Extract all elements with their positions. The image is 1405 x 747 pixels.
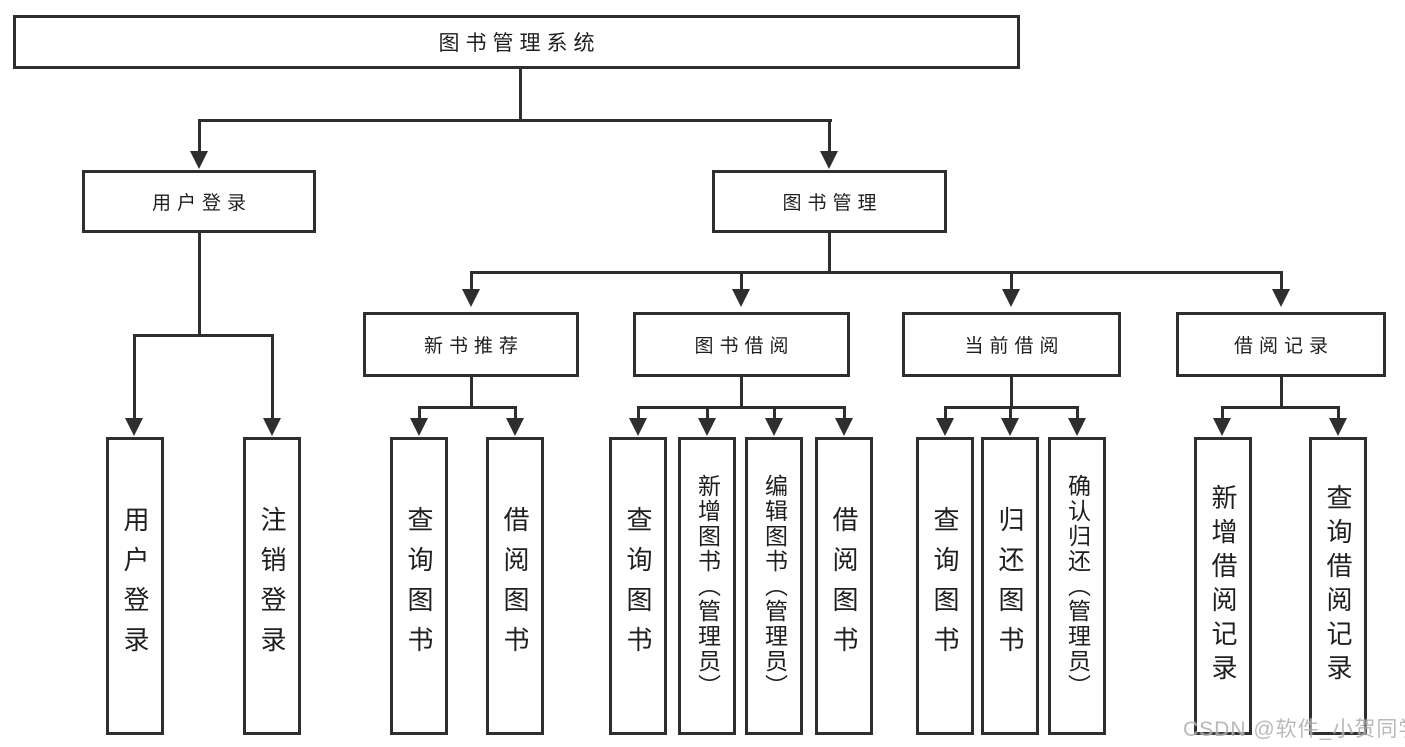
leaf-logout: 注销登录 [243, 437, 301, 735]
tree-connector-line [1220, 406, 1224, 419]
tree-connector-line [198, 233, 201, 336]
leaf-query-books-recommend: 查询图书 [390, 437, 448, 735]
arrow-down-icon [1213, 418, 1231, 436]
tree-connector-line [944, 406, 1079, 409]
leaf-edit-book-admin: 编辑图书（管理员） [745, 437, 803, 735]
tree-connector-line [1075, 406, 1079, 419]
node-label: 图书借阅 [694, 336, 795, 357]
tree-connector-line [513, 406, 517, 419]
node-label: 新书推荐 [423, 336, 524, 357]
tree-connector-line [198, 119, 832, 122]
arrow-down-icon [1329, 418, 1347, 436]
section-new-book-recommend: 新书推荐 [363, 312, 579, 377]
tree-connector-line [1009, 271, 1013, 290]
tree-connector-line [197, 119, 201, 152]
node-label: 编辑图书（管理员） [761, 473, 788, 699]
arrow-down-icon [125, 418, 143, 436]
tree-connector-line [132, 334, 136, 419]
tree-connector-line [827, 119, 831, 152]
node-label: 新增借阅记录 [1208, 484, 1238, 688]
tree-connector-line [1008, 406, 1012, 419]
tree-connector-line [739, 271, 743, 290]
node-label: 查询图书 [930, 506, 960, 666]
tree-connector-line [705, 406, 709, 419]
node-label: 注销登录 [257, 506, 287, 666]
node-label: 用户登录 [151, 193, 252, 214]
node-label: 借阅图书 [829, 506, 859, 666]
arrow-down-icon [732, 289, 750, 307]
section-current-borrow: 当前借阅 [902, 312, 1121, 377]
arrow-down-icon [506, 418, 524, 436]
tree-connector-line [133, 334, 274, 337]
leaf-query-borrow-record: 查询借阅记录 [1309, 437, 1367, 735]
arrow-down-icon [765, 418, 783, 436]
leaf-borrow-books-recommend: 借阅图书 [486, 437, 544, 735]
tree-connector-line [637, 406, 845, 409]
arrow-down-icon [698, 418, 716, 436]
leaf-user-login: 用户登录 [106, 437, 164, 735]
leaf-add-borrow-record: 新增借阅记录 [1194, 437, 1252, 735]
arrow-down-icon [462, 289, 480, 307]
node-label: 借阅记录 [1233, 336, 1334, 357]
leaf-query-books-borrow: 查询图书 [609, 437, 667, 735]
tree-connector-line [470, 271, 1283, 274]
tree-connector-line [469, 271, 473, 290]
tree-connector-line [417, 406, 421, 419]
tree-connector-line [740, 377, 743, 408]
arrow-down-icon [629, 418, 647, 436]
arrow-down-icon [190, 151, 208, 169]
node-label: 归还图书 [995, 506, 1025, 666]
arrow-down-icon [263, 418, 281, 436]
arrow-down-icon [936, 418, 954, 436]
tree-connector-line [636, 406, 640, 419]
tree-connector-line [1010, 377, 1013, 408]
node-label: 查询图书 [623, 506, 653, 666]
arrow-down-icon [1068, 418, 1086, 436]
node-label: 用户登录 [120, 506, 150, 666]
node-label: 查询图书 [404, 506, 434, 666]
arrow-down-icon [410, 418, 428, 436]
branch-user-login: 用户登录 [82, 170, 316, 233]
leaf-return-book: 归还图书 [981, 437, 1039, 735]
tree-connector-line [772, 406, 776, 419]
tree-connector-line [519, 68, 522, 121]
node-label: 查询借阅记录 [1323, 484, 1353, 688]
node-label: 借阅图书 [500, 506, 530, 666]
arrow-down-icon [1272, 289, 1290, 307]
leaf-confirm-return-admin: 确认归还（管理员） [1048, 437, 1106, 735]
tree-connector-line [1336, 406, 1340, 419]
tree-connector-line [270, 334, 274, 419]
tree-connector-line [828, 233, 831, 273]
leaf-query-books-current: 查询图书 [916, 437, 974, 735]
node-label: 新增图书（管理员） [694, 473, 721, 699]
arrow-down-icon [820, 151, 838, 169]
arrow-down-icon [835, 418, 853, 436]
arrow-down-icon [1001, 418, 1019, 436]
node-label: 图书管理 [782, 193, 883, 214]
tree-connector-line [943, 406, 947, 419]
leaf-add-book-admin: 新增图书（管理员） [678, 437, 736, 735]
section-book-borrow: 图书借阅 [633, 312, 850, 377]
tree-connector-line [418, 406, 517, 409]
arrow-down-icon [1002, 289, 1020, 307]
node-label: 当前借阅 [964, 336, 1065, 357]
node-label: 图书管理系统 [438, 32, 601, 55]
branch-book-management: 图书管理 [712, 170, 947, 233]
leaf-borrow-books: 借阅图书 [815, 437, 873, 735]
section-borrow-records: 借阅记录 [1176, 312, 1386, 377]
node-label: 确认归还（管理员） [1064, 473, 1091, 699]
csdn-watermark: CSDN @软件_小贺同学 [1183, 718, 1405, 741]
node-system-root: 图书管理系统 [13, 15, 1020, 69]
tree-connector-line [1280, 377, 1283, 408]
tree-connector-line [842, 406, 846, 419]
tree-connector-line [470, 377, 473, 408]
tree-connector-line [1221, 406, 1340, 409]
tree-connector-line [1279, 271, 1283, 290]
